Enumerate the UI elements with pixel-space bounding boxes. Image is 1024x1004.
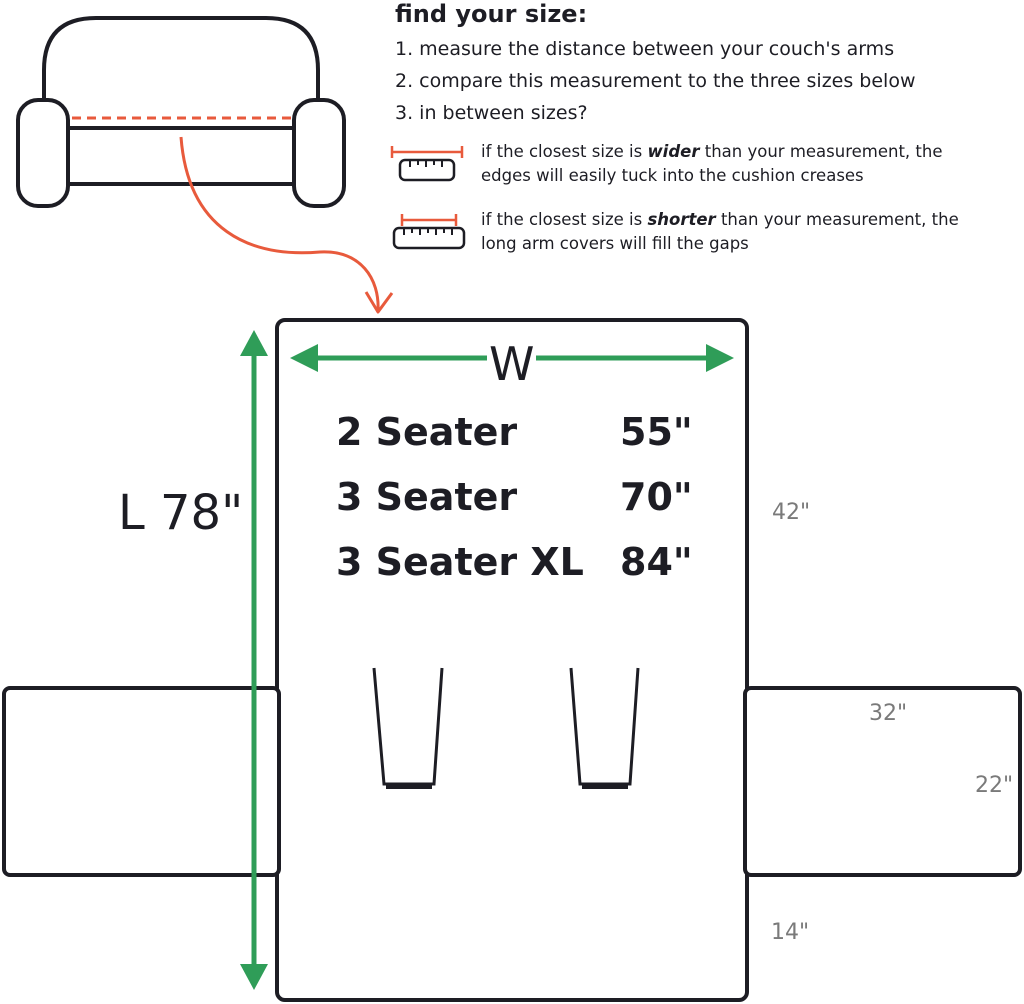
step-3: 3. in between sizes?	[395, 102, 588, 124]
note-shorter: if the closest size is shorter than your…	[481, 208, 959, 256]
arm-width-label: 22"	[975, 773, 1014, 798]
page-heading: find your size:	[395, 0, 588, 28]
step-1: 1. measure the distance between your cou…	[395, 38, 895, 60]
couch-icon	[16, 16, 346, 208]
ruler-wider-icon	[390, 146, 464, 182]
size-name-3-seater-xl: 3 Seater XL	[336, 540, 584, 584]
front-flap-label: 14"	[771, 920, 810, 945]
note-wider-line2: edges will easily tuck into the cushion …	[481, 166, 864, 185]
step-2: 2. compare this measurement to the three…	[395, 70, 916, 92]
length-arrow	[240, 330, 268, 990]
size-name-3-seater: 3 Seater	[336, 475, 518, 519]
size-width-3-seater-xl: 84"	[620, 540, 693, 584]
pointer-arrow-head	[364, 291, 394, 314]
size-width-2-seater: 55"	[620, 410, 693, 454]
width-label: W	[487, 334, 537, 394]
strap-right	[569, 667, 640, 789]
right-arm-flap	[743, 686, 1022, 877]
note-shorter-line2: long arm covers will fill the gaps	[481, 234, 749, 253]
left-arm-flap	[2, 686, 281, 877]
note-shorter-post: than your measurement, the	[715, 210, 959, 229]
note-shorter-em: shorter	[647, 210, 716, 229]
note-wider: if the closest size is wider than your m…	[481, 140, 943, 188]
note-shorter-pre: if the closest size is	[481, 210, 648, 229]
note-wider-post: than your measurement, the	[699, 142, 943, 161]
length-label: L 78"	[118, 485, 244, 541]
arm-length-label: 32"	[869, 701, 908, 726]
seat-depth-label: 42"	[772, 500, 811, 525]
note-wider-pre: if the closest size is	[481, 142, 648, 161]
pointer-arrow	[179, 136, 380, 313]
size-name-2-seater: 2 Seater	[336, 410, 518, 454]
size-width-3-seater: 70"	[620, 475, 693, 519]
ruler-shorter-icon	[392, 214, 466, 250]
cover-body	[275, 318, 749, 1002]
strap-left	[372, 667, 444, 789]
note-wider-em: wider	[647, 142, 700, 161]
